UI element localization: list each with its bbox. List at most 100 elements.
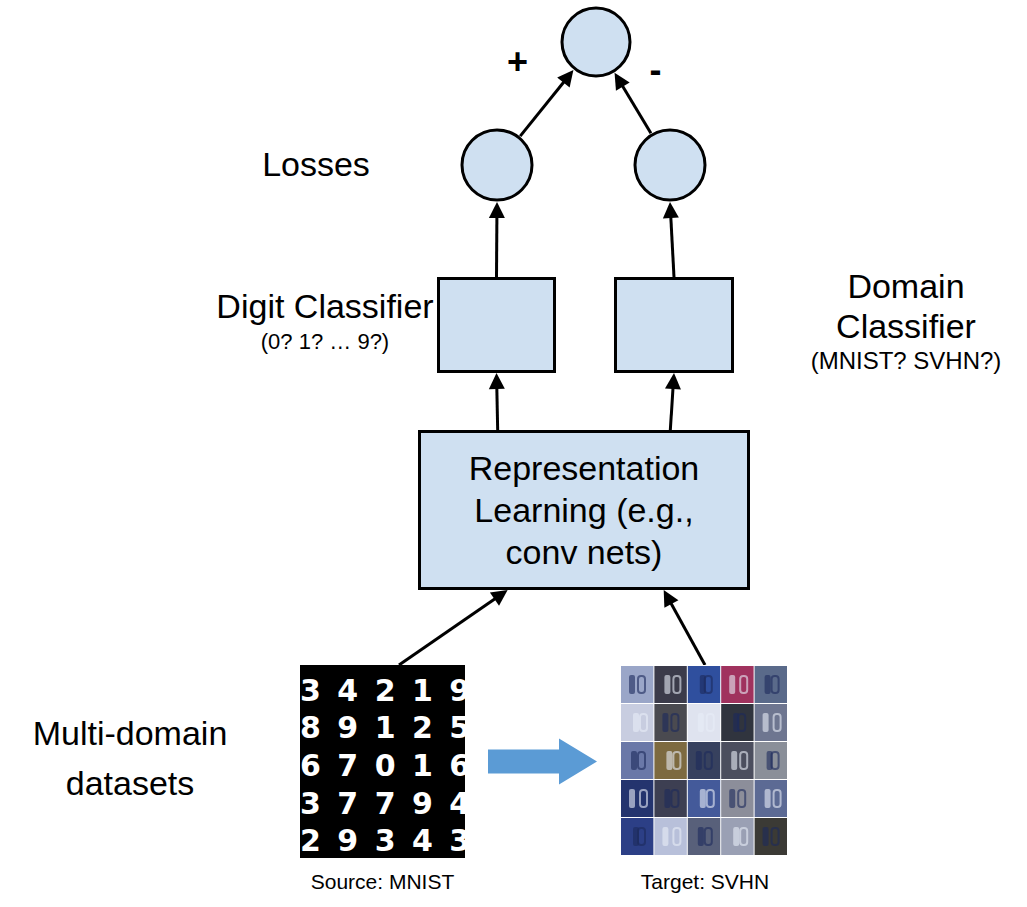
svhn-tile — [755, 780, 787, 817]
handwritten-digits: 6 7 0 1 6 — [300, 748, 465, 784]
svhn-tile — [688, 704, 720, 741]
svhn-digit-shape — [698, 827, 704, 846]
connector-line — [520, 81, 564, 136]
dataset-image: Source: MNIST3 4 2 1 98 9 1 2 56 7 0 1 6… — [300, 665, 465, 858]
svhn-tile — [654, 818, 686, 855]
circle-outline — [560, 6, 632, 78]
total-loss-circle — [560, 6, 632, 78]
svhn-digit-shape — [631, 751, 637, 770]
svhn-digit-shape — [698, 713, 704, 732]
svhn-digit-shape — [707, 714, 714, 731]
domain-shift-arrow — [488, 739, 597, 785]
svhn-digit-shape — [772, 752, 779, 769]
svhn-tile — [621, 742, 653, 779]
svhn-digit-shape — [740, 752, 747, 769]
svhn-tile — [755, 666, 787, 703]
svhn-digit-shape — [705, 752, 712, 769]
connector-line — [495, 387, 499, 430]
svhn-tile — [755, 742, 787, 779]
svhn-tile — [688, 666, 720, 703]
svhn-digit-shape — [662, 827, 668, 846]
svhn-digit-shape — [638, 828, 645, 845]
svhn-tile — [621, 780, 653, 817]
svhn-digit-shape — [738, 790, 745, 807]
node-label: Source: MNIST — [280, 870, 485, 894]
connector-line — [670, 602, 705, 665]
svhn-tile — [721, 818, 753, 855]
svhn-digit-shape — [640, 790, 647, 807]
svhn-digit-shape — [633, 713, 639, 732]
svhn-digit-shape — [765, 675, 771, 694]
circle-shape — [635, 130, 705, 200]
svhn-digit-shape — [673, 828, 680, 845]
svhn-digit-shape — [671, 714, 678, 731]
svhn-tile — [654, 666, 686, 703]
arrowhead — [489, 202, 505, 218]
arrow-connector — [489, 373, 505, 430]
svhn-digit-shape — [772, 828, 779, 845]
svhn-digit-shape — [763, 827, 769, 846]
handwritten-digits: 2 9 3 4 3 — [300, 823, 465, 859]
node-label: Representation Learning (e.g., conv nets… — [434, 447, 734, 573]
arrowhead — [490, 590, 508, 606]
svhn-tile — [755, 704, 787, 741]
svhn-tile — [755, 818, 787, 855]
svhn-digit-shape — [740, 828, 747, 845]
sign-label: + — [504, 42, 531, 82]
text-holder: Digit Classifier(0? 1? … 9?) — [205, 286, 445, 356]
svhn-tile — [688, 742, 720, 779]
svhn-digit-shape — [666, 751, 672, 770]
handwritten-digits: 3 7 7 9 4 — [300, 786, 465, 822]
text-holder: Source: MNIST — [280, 870, 485, 894]
node-sublabel: (MNIST? SVHN?) — [788, 346, 1024, 376]
svhn-digit-shape — [673, 676, 680, 693]
svhn-digit-shape — [772, 676, 779, 693]
svhn-digit-shape — [629, 675, 635, 694]
svhn-digit-shape — [763, 713, 769, 732]
arrow-connector — [489, 202, 505, 277]
node-sublabel: (0? 1? … 9?) — [205, 328, 445, 356]
handwritten-digits: 3 4 2 1 9 — [300, 673, 465, 709]
arrowhead — [663, 202, 679, 218]
svhn-digit-shape — [729, 789, 735, 808]
circle-outline — [460, 128, 534, 202]
svhn-digit-shape — [696, 751, 702, 770]
arrow-connector — [399, 590, 508, 665]
svhn-tile — [688, 780, 720, 817]
sign-label: - — [647, 50, 665, 90]
svhn-digit-shape — [640, 714, 647, 731]
svhn-digit-shape — [638, 752, 645, 769]
svhn-tile — [721, 742, 753, 779]
text-holder: Domain Classifier(MNIST? SVHN?) — [788, 266, 1024, 376]
row-label: Multi-domain datasets — [5, 708, 255, 808]
svhn-digit-shape — [705, 676, 712, 693]
svhn-digit-shape — [774, 790, 781, 807]
svhn-tile — [654, 742, 686, 779]
svhn-tile — [654, 780, 686, 817]
svhn-tile — [621, 704, 653, 741]
arrow-connector — [665, 373, 681, 430]
circle-outline — [633, 128, 707, 202]
connector-line — [671, 216, 674, 277]
connector-line — [670, 387, 673, 430]
dataset-image: Target: SVHN — [620, 665, 790, 858]
connector-line — [622, 85, 651, 133]
svhn-digit-shape — [664, 789, 670, 808]
svhn-digit-shape — [731, 751, 737, 770]
svhn-photo-grid — [620, 665, 790, 858]
svhn-tile — [721, 704, 753, 741]
arrow-connector — [663, 202, 679, 277]
svhn-digit-shape — [738, 714, 745, 731]
loss-circle — [460, 128, 534, 202]
classifier-box: Domain Classifier(MNIST? SVHN?) — [614, 277, 734, 373]
node-label: Target: SVHN — [600, 870, 810, 894]
svhn-digit-shape — [774, 714, 781, 731]
svhn-tile — [721, 666, 753, 703]
svhn-digit-shape — [673, 752, 680, 769]
svhn-tile — [721, 780, 753, 817]
svhn-tile — [621, 818, 653, 855]
svhn-tile — [621, 666, 653, 703]
svhn-digit-shape — [700, 789, 706, 808]
loss-circle — [633, 128, 707, 202]
axis-label: Losses — [230, 142, 402, 186]
